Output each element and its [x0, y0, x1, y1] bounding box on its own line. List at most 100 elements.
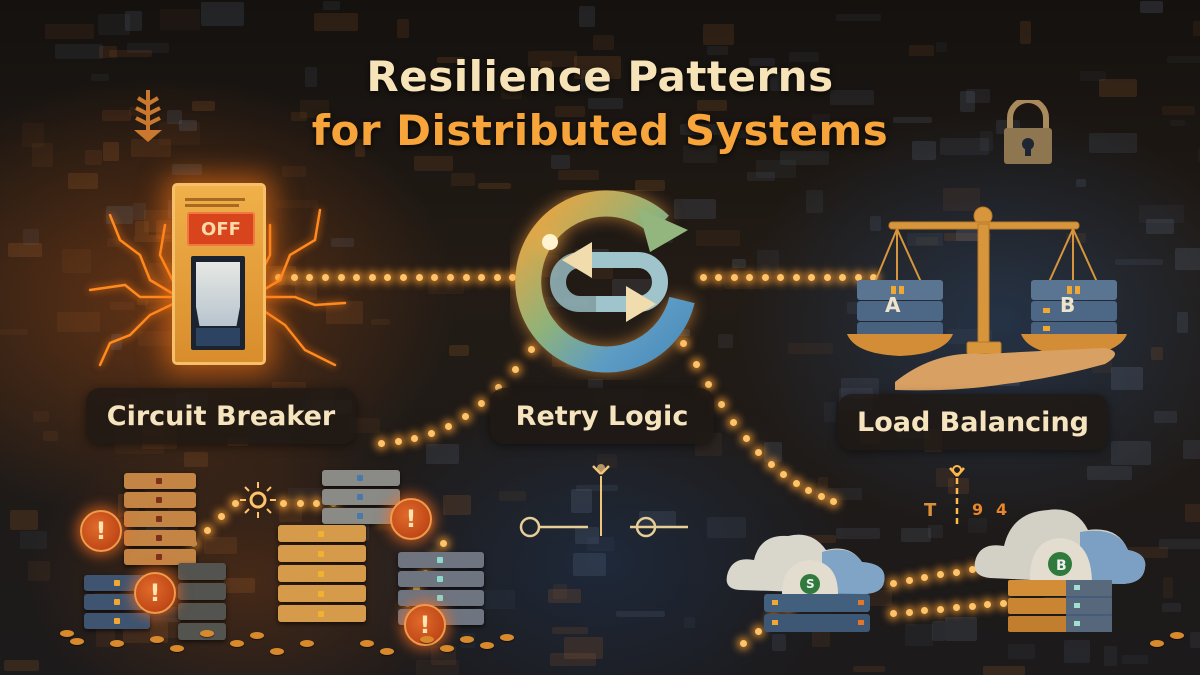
- background-tile: [134, 234, 174, 243]
- background-tile: [1087, 466, 1132, 480]
- background-tile: [475, 590, 515, 609]
- path-dot: [890, 580, 897, 587]
- background-tile: [557, 169, 600, 181]
- server-led: [357, 475, 364, 481]
- path-dot: [730, 274, 738, 281]
- server-unit: [322, 470, 400, 486]
- background-tile: [160, 8, 201, 31]
- server-unit: [398, 571, 484, 587]
- server-unit: [322, 489, 400, 505]
- server-unit: [322, 508, 400, 524]
- path-dot: [705, 381, 712, 389]
- background-tile: [107, 238, 121, 247]
- server-led: [156, 554, 163, 560]
- server-led: [317, 590, 324, 597]
- server-led: [113, 599, 120, 605]
- background-tile: [575, 484, 618, 492]
- background-tile: [371, 318, 391, 325]
- background-tile: [936, 467, 955, 487]
- path-dot: [780, 471, 787, 479]
- path-dot: [384, 274, 392, 281]
- server-led: [317, 530, 324, 537]
- padlock-icon: [1004, 100, 1052, 164]
- path-dot: [817, 492, 825, 500]
- background-tile: [935, 41, 947, 52]
- background-tile: [755, 159, 797, 178]
- background-tile: [20, 530, 48, 550]
- background-tile: [943, 188, 980, 211]
- background-tile: [323, 1, 340, 11]
- background-tile: [1153, 411, 1178, 424]
- server-led: [199, 568, 206, 575]
- coin: [250, 632, 264, 639]
- server-led: [156, 478, 163, 484]
- path-dot: [717, 400, 725, 408]
- background-tile: [550, 652, 596, 667]
- background-tile: [1110, 441, 1152, 465]
- background-tile: [8, 242, 42, 257]
- background-tile: [171, 164, 203, 175]
- path-dot: [413, 585, 420, 592]
- coin: [500, 634, 514, 641]
- server-unit: [278, 605, 366, 622]
- coin: [1150, 640, 1164, 647]
- background-tile: [1089, 133, 1137, 153]
- path-dot: [792, 479, 800, 487]
- background-tile: [707, 517, 746, 539]
- background-tile: [1166, 55, 1200, 64]
- server-pan-b-label: B: [1060, 293, 1076, 317]
- background-tile: [91, 73, 109, 81]
- background-tile: [27, 561, 51, 581]
- background-tile: [45, 23, 95, 40]
- server-unit: [178, 583, 226, 600]
- background-tile: [103, 142, 119, 162]
- background-tile: [1110, 366, 1143, 390]
- path-dot: [761, 274, 769, 281]
- background-tile: [276, 199, 318, 209]
- background-tile: [200, 2, 245, 26]
- background-tile: [979, 130, 993, 151]
- path-dot: [415, 274, 423, 281]
- background-tile: [570, 489, 592, 514]
- background-tile: [719, 130, 752, 138]
- background-tile: [956, 230, 982, 241]
- background-tile: [55, 44, 104, 59]
- title-line-1: Resilience Patterns: [366, 52, 834, 101]
- background-tile: [407, 70, 446, 80]
- background-tile: [10, 510, 39, 530]
- path-dot: [280, 500, 287, 507]
- path-dot: [854, 274, 862, 281]
- background-tile: [150, 618, 181, 639]
- path-dot: [777, 274, 785, 281]
- background-tile: [812, 113, 831, 130]
- path-dot: [740, 640, 747, 647]
- background-tile: [291, 112, 307, 122]
- path-dot: [478, 274, 486, 281]
- coin: [150, 636, 164, 643]
- path-dot: [937, 605, 945, 613]
- background-tile: [62, 249, 91, 273]
- background-tile: [0, 328, 29, 335]
- path-dot: [313, 500, 321, 507]
- path-dot: [905, 608, 913, 616]
- path-dot: [511, 365, 519, 373]
- path-dot: [715, 274, 723, 281]
- background-tile: [1103, 646, 1118, 666]
- background-tile: [137, 298, 148, 306]
- background-tile: [574, 55, 621, 79]
- path-dot: [306, 274, 314, 281]
- background-tile: [1139, 1, 1163, 13]
- retry-cycle-arrows-icon: [515, 190, 695, 373]
- background-tile: [592, 35, 614, 50]
- background-tile: [893, 116, 932, 123]
- background-tile: [528, 50, 578, 67]
- sprout-marker-icon: [949, 465, 965, 528]
- node-sun-icon: [240, 482, 276, 518]
- background-tile: [772, 633, 786, 652]
- path-dot: [204, 526, 211, 534]
- path-dot: [428, 429, 436, 437]
- coin: [230, 640, 244, 647]
- path-dot: [952, 604, 960, 612]
- background-tile: [183, 451, 208, 468]
